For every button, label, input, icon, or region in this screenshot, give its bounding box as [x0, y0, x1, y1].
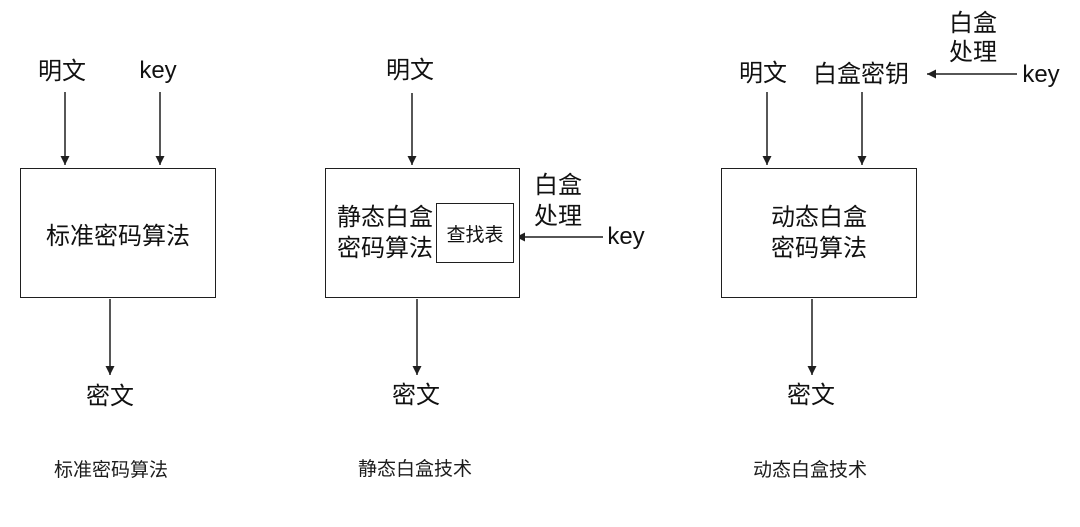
- static-box-label-line1: 静态白盒: [337, 204, 433, 231]
- dynamic-caption: 动态白盒技术: [752, 460, 868, 482]
- dynamic-algorithm-box-label: 动态白盒 密码算法: [771, 202, 867, 264]
- dynamic-box-label-line1: 动态白盒: [771, 204, 867, 231]
- dynamic-whitebox-process-label: 白盒 处理: [949, 9, 997, 67]
- static-process-line2: 处理: [534, 203, 582, 230]
- dynamic-whitebox-key-label: 白盒密钥: [813, 61, 909, 88]
- static-process-line1: 白盒: [534, 172, 582, 199]
- standard-ciphertext-label: 密文: [86, 383, 134, 410]
- dynamic-process-line2: 处理: [949, 39, 997, 66]
- lookup-table-box: 查找表: [436, 203, 514, 263]
- dynamic-algorithm-box: 动态白盒 密码算法: [721, 168, 917, 298]
- static-ciphertext-label: 密文: [392, 382, 440, 409]
- static-algorithm-box: 静态白盒 密码算法 查找表: [325, 168, 520, 298]
- dynamic-plaintext-label: 明文: [739, 60, 787, 87]
- static-key-label: key: [607, 223, 645, 250]
- static-caption: 静态白盒技术: [357, 459, 473, 481]
- standard-key-label: key: [139, 57, 177, 84]
- dynamic-box-label-line2: 密码算法: [771, 235, 867, 262]
- static-box-label-line2: 密码算法: [337, 235, 433, 262]
- standard-plaintext-label: 明文: [38, 58, 86, 85]
- static-whitebox-process-label: 白盒 处理: [534, 170, 582, 232]
- standard-caption: 标准密码算法: [53, 460, 169, 482]
- lookup-table-label: 查找表: [446, 224, 504, 246]
- standard-algorithm-box: 标准密码算法: [20, 168, 216, 298]
- dynamic-process-line1: 白盒: [949, 10, 997, 37]
- dynamic-key-label: key: [1022, 61, 1060, 88]
- standard-algorithm-box-label: 标准密码算法: [46, 222, 190, 250]
- dynamic-ciphertext-label: 密文: [787, 382, 835, 409]
- static-algorithm-box-label: 静态白盒 密码算法: [326, 169, 444, 297]
- static-plaintext-label: 明文: [386, 57, 434, 84]
